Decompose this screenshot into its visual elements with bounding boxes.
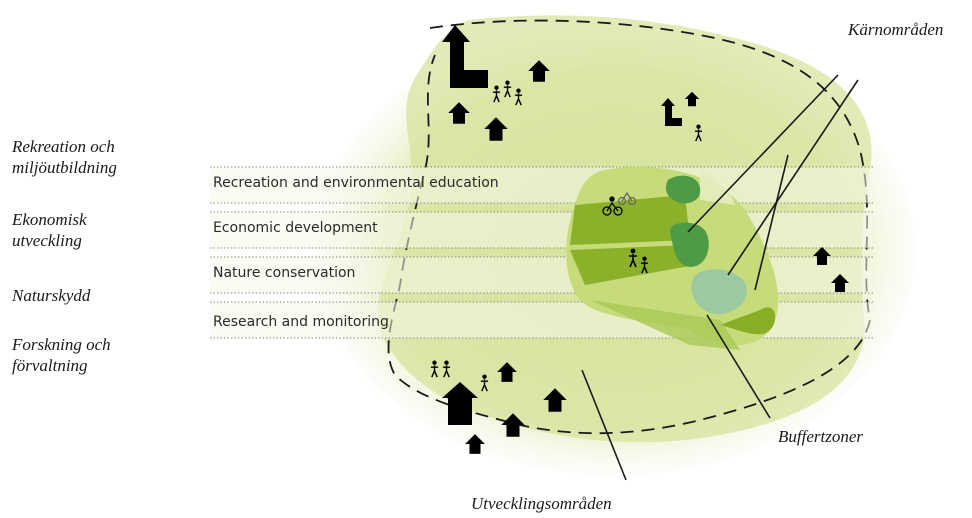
band-label-recreation: Recreation and environmental education (213, 175, 499, 191)
bicycle-icon (602, 191, 637, 216)
band-label-research: Research and monitoring (213, 314, 389, 330)
core-areas (665, 175, 748, 315)
callout-lines (581, 74, 859, 481)
buffer-zone (566, 166, 779, 350)
label-naturskydd: Naturskydd (12, 286, 91, 305)
label-forskning: Forskning och förvaltning (12, 335, 111, 375)
label-rekreation: Rekreation och miljöutbildning (12, 137, 117, 177)
band-label-conservation: Nature conservation (213, 265, 356, 281)
house-icon (442, 25, 849, 454)
label-ekonomisk: Ekonomisk utveckling (12, 210, 87, 250)
band-label-economic: Economic development (213, 220, 378, 236)
callout-buffer-zones: Buffertzoner (778, 427, 863, 446)
callout-transition-areas: Utvecklingsområden (471, 494, 612, 513)
callout-core-areas: Kärnområden (848, 20, 944, 39)
